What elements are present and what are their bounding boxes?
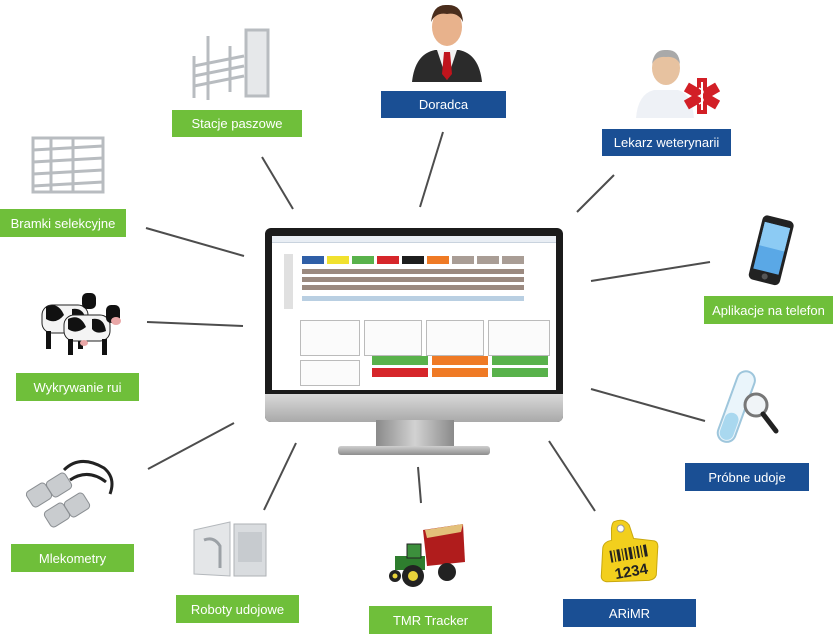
- line-lekarz: [576, 174, 615, 213]
- label-doradca: Doradca: [381, 91, 506, 118]
- line-doradca: [419, 131, 444, 208]
- line-arimr: [548, 440, 596, 512]
- line-bramki: [145, 227, 245, 257]
- label-wykrywanie-rui: Wykrywanie rui: [16, 373, 139, 401]
- businessman-icon: [412, 4, 482, 82]
- label-arimr: ARiMR: [563, 599, 696, 627]
- label-aplikacje-na-telefon: Aplikacje na telefon: [704, 296, 833, 324]
- line-tmr: [417, 466, 422, 504]
- line-mlekometry: [147, 422, 235, 470]
- monitor-base: [338, 446, 490, 455]
- tractor-wagon-icon: [389, 524, 465, 587]
- dashboard-screen: [272, 236, 556, 390]
- ear-tag-number: 1234: [613, 560, 649, 583]
- line-aplikacje: [590, 261, 711, 282]
- veterinarian-icon: [636, 49, 720, 118]
- label-roboty-udojowe: Roboty udojowe: [176, 595, 299, 623]
- computer-monitor: [265, 228, 563, 422]
- label-lekarz-weterynarii: Lekarz weterynarii: [602, 129, 731, 156]
- smartphone-icon: [748, 215, 794, 286]
- cows-icon: [41, 293, 121, 355]
- label-stacje-paszowe: Stacje paszowe: [172, 110, 302, 137]
- line-wykrywanie: [146, 321, 244, 327]
- monitor-stand: [376, 420, 454, 448]
- label-tmr-tracker: TMR Tracker: [369, 606, 492, 634]
- milk-meter-icon: [25, 460, 114, 528]
- test-tube-icon: [716, 370, 779, 443]
- line-stacje: [261, 156, 294, 210]
- label-probne-udoje: Próbne udoje: [685, 463, 809, 491]
- line-probne: [590, 388, 706, 422]
- milking-robot-icon: [193, 521, 267, 577]
- feeding-station-icon: [192, 28, 270, 100]
- ear-tag-icon: 1234: [600, 519, 659, 583]
- line-roboty: [263, 442, 297, 511]
- label-mlekometry: Mlekometry: [11, 544, 134, 572]
- selection-gate-icon: [31, 136, 105, 194]
- label-bramki-selekcyjne: Bramki selekcyjne: [0, 209, 126, 237]
